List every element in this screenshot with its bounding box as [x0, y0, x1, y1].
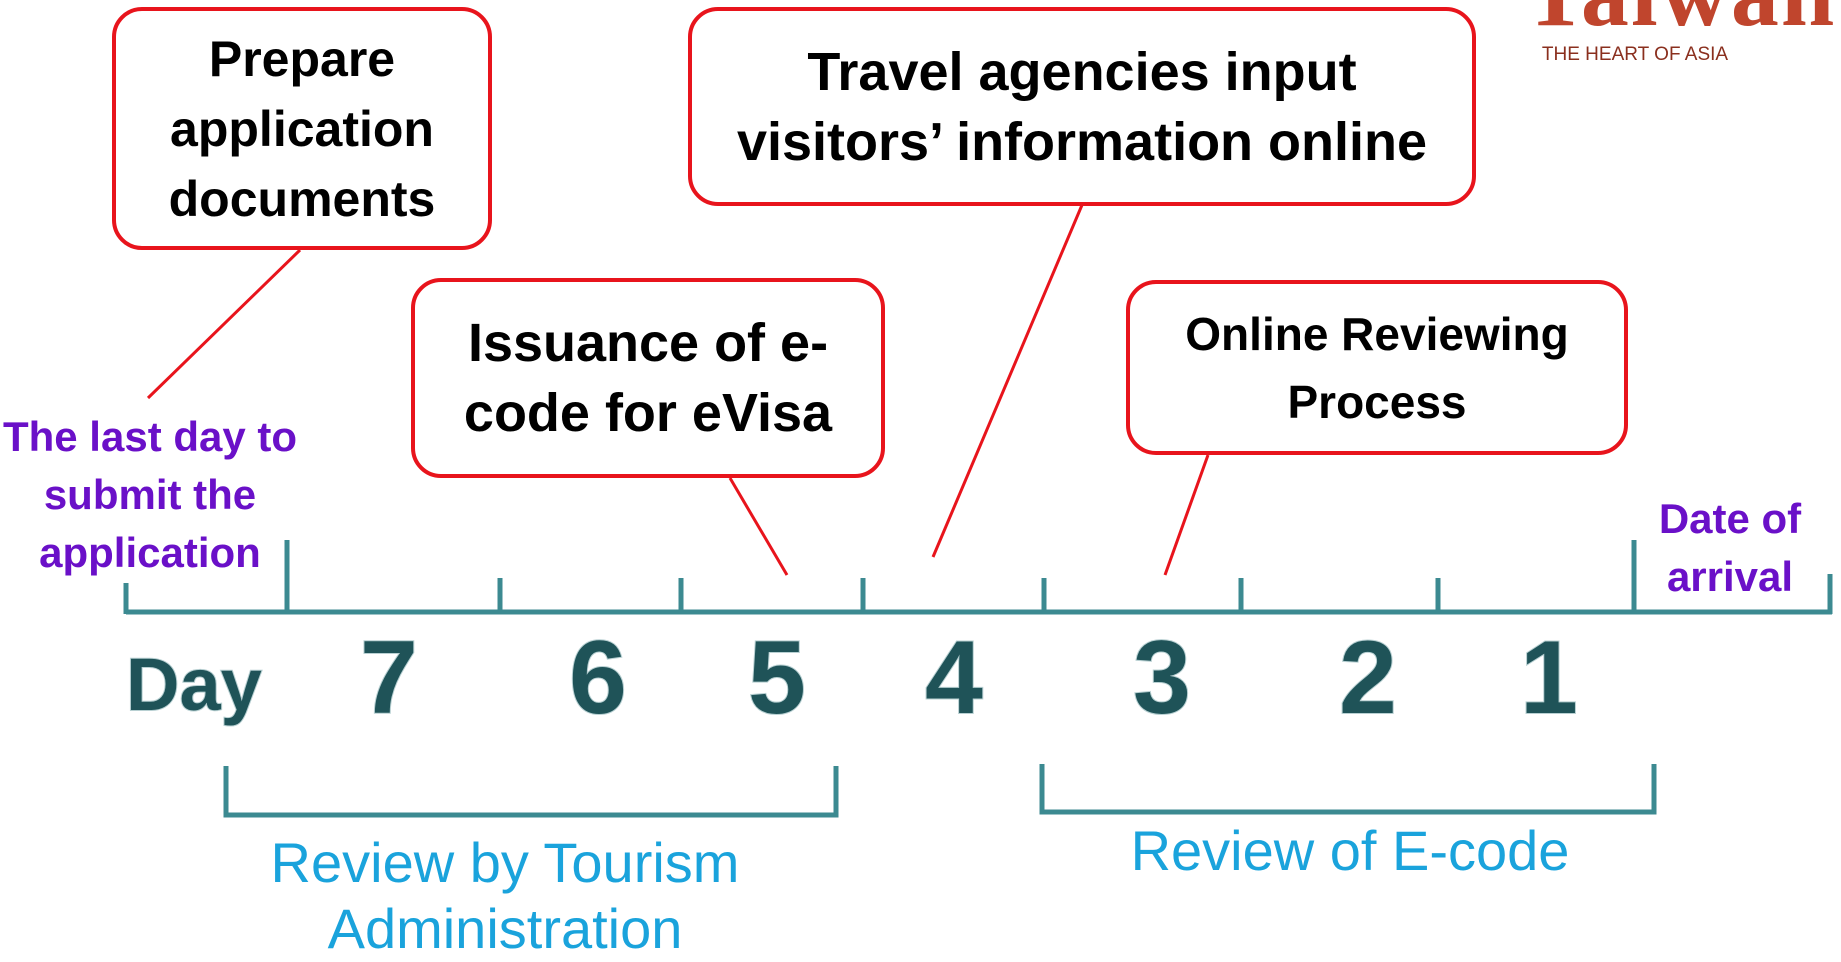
connector-online-review — [1163, 454, 1210, 576]
logo-wordmark: Taiwan — [1500, 0, 1841, 48]
callout-travel-agencies: Travel agencies input visitors’ informat… — [688, 7, 1476, 206]
day-7: 7 — [359, 620, 419, 736]
day-axis — [123, 540, 1833, 615]
range-label-ecode-review: Review of E-code — [1130, 819, 1570, 882]
callout-issuance-ecode: Issuance of e-code for eVisa — [411, 278, 885, 478]
connector-prepare — [146, 248, 302, 400]
label-date-of-arrival: Date of arrival — [1658, 495, 1802, 600]
bracket-ecode-review — [1039, 764, 1657, 815]
logo-tagline: THE HEART OF ASIA — [1541, 44, 1729, 65]
connector-travel-agencies — [931, 204, 1084, 558]
bracket-tourism-review — [223, 766, 839, 818]
day-1: 1 — [1519, 620, 1579, 736]
day-4: 4 — [924, 620, 984, 736]
taiwan-logo: Taiwan THE HEART OF ASIA — [1500, 0, 1841, 66]
day-2: 2 — [1338, 620, 1398, 736]
label-last-day: The last day to submit the application — [2, 413, 298, 576]
day-6: 6 — [568, 620, 628, 736]
day-5: 5 — [747, 620, 807, 736]
callout-online-review: Online Reviewing Process — [1126, 280, 1628, 455]
range-label-tourism-review: Review by Tourism Administration — [270, 831, 740, 960]
callout-prepare-documents: Prepare application documents — [112, 7, 492, 250]
day-3: 3 — [1132, 620, 1192, 736]
day-axis-label: Day — [125, 642, 263, 727]
connector-issuance — [728, 477, 789, 576]
